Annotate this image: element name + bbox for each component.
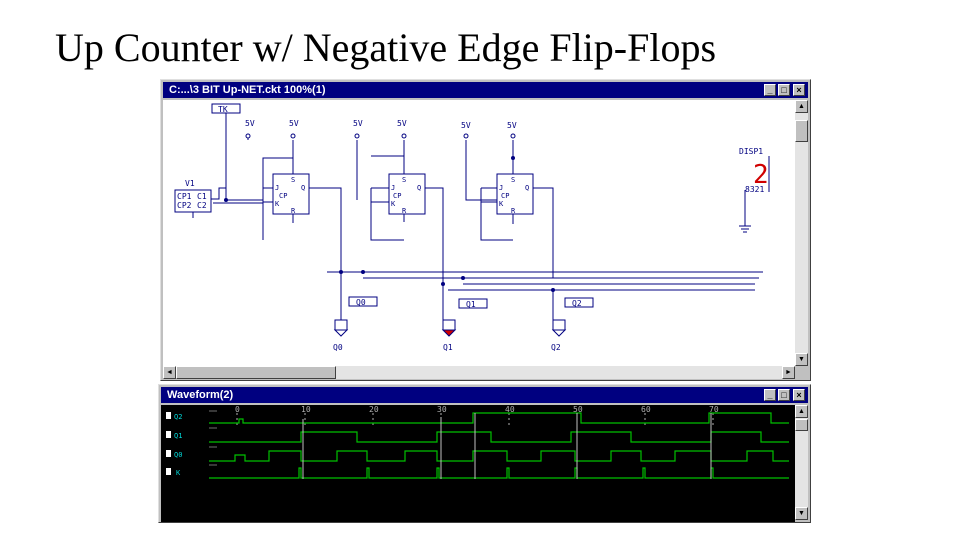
disp-digit: 2 (753, 160, 769, 190)
probe-label-q0: Q0 (333, 343, 343, 352)
supply-label-6: 5V (507, 121, 517, 130)
ff2-q-pin: Q (417, 184, 421, 192)
ff1-j-pin: J (275, 184, 279, 192)
scroll-up-button[interactable]: ▲ (795, 405, 808, 418)
ff2-cp-pin: CP (393, 192, 401, 200)
ff1-s-pin: S (291, 176, 295, 184)
ff3-cp-pin: CP (501, 192, 509, 200)
close-icon: × (796, 390, 802, 400)
bus-label-q0: Q0 (356, 298, 366, 307)
close-icon: × (796, 85, 802, 95)
maximize-icon: □ (781, 390, 787, 400)
scroll-right-icon: ► (785, 369, 792, 376)
ff2-s-pin: S (402, 176, 406, 184)
time-tick-0: 0 (235, 405, 240, 414)
time-tick-70: 70 (709, 405, 719, 414)
signal-label-q1: Q1 (174, 432, 182, 440)
time-tick-60: 60 (641, 405, 651, 414)
close-button[interactable]: × (793, 84, 805, 96)
probe-label-q2: Q2 (551, 343, 561, 352)
waveform-window-title: Waveform(2) (167, 389, 234, 401)
supply-label-1: 5V (245, 119, 255, 128)
circuit-window[interactable]: C:...\3 BIT Up-NET.ckt 100%(1) _ □ × (160, 79, 811, 381)
v1-label: V1 (185, 179, 195, 188)
cp1-label: CP1 (177, 192, 192, 201)
minimize-icon: _ (767, 390, 773, 400)
time-tick-20: 20 (369, 405, 379, 414)
supply-label-2: 5V (289, 119, 299, 128)
minimize-button[interactable]: _ (764, 389, 776, 401)
circuit-window-title: C:...\3 BIT Up-NET.ckt 100%(1) (169, 84, 326, 96)
waveform-canvas[interactable]: Q2 Q1 Q0 K 0 10 20 30 40 50 60 70 (161, 405, 795, 522)
circuit-vscroll[interactable]: ▲ ▼ (795, 100, 808, 366)
c2-label: C2 (197, 201, 207, 210)
time-tick-50: 50 (573, 405, 583, 414)
scroll-down-icon: ▼ (798, 510, 805, 517)
disp-label: DISP1 (739, 147, 763, 156)
ff2-k-pin: K (391, 200, 396, 208)
circuit-canvas[interactable]: TK V1 CP1 C1 CP2 C2 5V 5V 5V 5V 5V 5V DI… (163, 100, 795, 366)
circuit-hscroll[interactable]: ◄ ► (163, 366, 795, 379)
signal-label-q0: Q0 (174, 451, 182, 459)
time-tick-30: 30 (437, 405, 447, 414)
ff3-r-pin: R (511, 207, 516, 215)
disp-pins-label: 8321 (745, 185, 764, 194)
supply-label-4: 5V (397, 119, 407, 128)
circuit-vscroll-thumb[interactable] (795, 120, 808, 142)
waveform-window-titlebar[interactable]: Waveform(2) _ □ × (161, 387, 808, 403)
scroll-left-button[interactable]: ◄ (163, 366, 176, 379)
cp2-label: CP2 (177, 201, 192, 210)
ff1-k-pin: K (275, 200, 280, 208)
ff3-s-pin: S (511, 176, 515, 184)
minimize-button[interactable]: _ (764, 84, 776, 96)
minimize-icon: _ (767, 85, 773, 95)
maximize-button[interactable]: □ (778, 389, 790, 401)
maximize-icon: □ (781, 85, 787, 95)
scroll-down-button[interactable]: ▼ (795, 353, 808, 366)
scroll-right-button[interactable]: ► (782, 366, 795, 379)
waveform-vscroll[interactable]: ▲ ▼ (795, 405, 808, 520)
ff2-j-pin: J (391, 184, 395, 192)
signal-label-q2: Q2 (174, 413, 182, 421)
scroll-up-icon: ▲ (798, 103, 805, 110)
ff3-j-pin: J (499, 184, 503, 192)
scroll-down-button[interactable]: ▼ (795, 507, 808, 520)
tk-label: TK (218, 105, 228, 114)
maximize-button[interactable]: □ (778, 84, 790, 96)
probe-label-q1: Q1 (443, 343, 453, 352)
ff1-cp-pin: CP (279, 192, 287, 200)
time-tick-40: 40 (505, 405, 515, 414)
scroll-up-button[interactable]: ▲ (795, 100, 808, 113)
bus-label-q1: Q1 (466, 300, 476, 309)
ff1-r-pin: R (291, 207, 296, 215)
circuit-window-titlebar[interactable]: C:...\3 BIT Up-NET.ckt 100%(1) _ □ × (163, 82, 808, 98)
ff2-r-pin: R (402, 207, 407, 215)
scroll-up-icon: ▲ (798, 408, 805, 415)
bus-label-q2: Q2 (572, 299, 582, 308)
ff3-k-pin: K (499, 200, 504, 208)
supply-label-3: 5V (353, 119, 363, 128)
supply-label-5: 5V (461, 121, 471, 130)
circuit-hscroll-thumb[interactable] (176, 366, 336, 379)
c1-label: C1 (197, 192, 207, 201)
scroll-left-icon: ◄ (166, 369, 173, 376)
scroll-down-icon: ▼ (798, 356, 805, 363)
slide-title: Up Counter w/ Negative Edge Flip-Flops (55, 25, 717, 70)
waveform-vscroll-thumb[interactable] (795, 419, 808, 431)
signal-label-k: K (176, 469, 181, 477)
ff1-q-pin: Q (301, 184, 305, 192)
waveform-window[interactable]: Waveform(2) _ □ × Q2 Q1 Q0 K 0 10 20 30 … (158, 384, 811, 523)
close-button[interactable]: × (793, 389, 805, 401)
ff3-q-pin: Q (525, 184, 529, 192)
time-tick-10: 10 (301, 405, 311, 414)
